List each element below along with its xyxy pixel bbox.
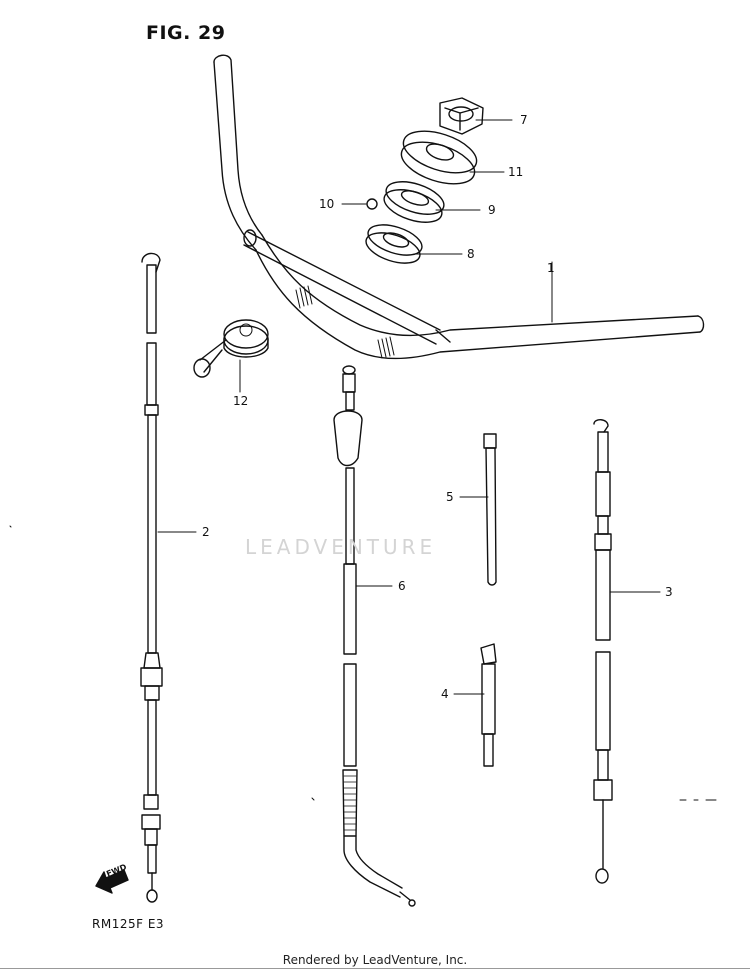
fwd-arrow-icon (95, 869, 129, 894)
callout-8: 8 (467, 247, 475, 261)
model-code: RM125F E3 (92, 917, 165, 931)
figure-title: FIG. 29 (146, 22, 226, 44)
callout-10: 10 (319, 197, 335, 211)
callout-1: 1 (547, 261, 555, 275)
clamp-part (480, 643, 497, 767)
right-cable-part (593, 419, 613, 884)
callout-9: 9 (488, 203, 496, 217)
washer-part (383, 181, 445, 223)
callout-6: 6 (398, 579, 406, 593)
throttle-cable-part (140, 252, 163, 903)
callout-leaders (157, 119, 661, 695)
footer-divider (0, 968, 750, 969)
center-cable-part (333, 365, 416, 907)
handlebar-part (213, 54, 705, 360)
bushing-part (365, 224, 423, 264)
throttle-housing-part (193, 319, 269, 378)
footer-credit: Rendered by LeadVenture, Inc. (282, 953, 468, 967)
callout-5: 5 (446, 490, 454, 504)
callout-4: 4 (441, 687, 449, 701)
ball-part (366, 198, 378, 210)
callout-3: 3 (665, 585, 673, 599)
watermark-text: LEADVENTURE (245, 535, 437, 559)
nut-part (439, 97, 484, 135)
scan-specks (9, 525, 717, 801)
callout-7: 7 (520, 113, 528, 127)
cable-tie-part (483, 433, 497, 586)
callout-11: 11 (508, 165, 524, 179)
callout-12: 12 (233, 394, 249, 408)
cushion-part (400, 130, 478, 185)
callout-2: 2 (202, 525, 210, 539)
